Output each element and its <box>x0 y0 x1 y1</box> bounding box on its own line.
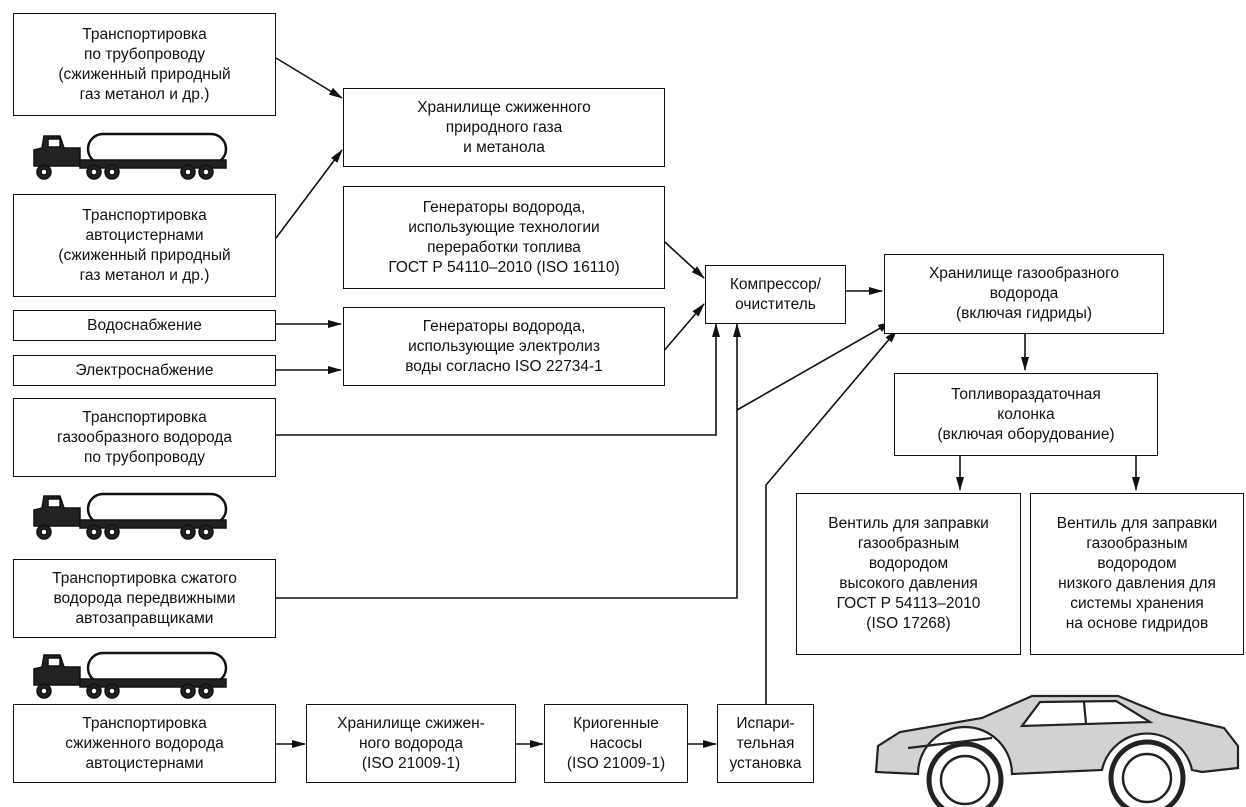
arrow-vaporizer-to-gas-storage <box>765 329 898 710</box>
box-electricity-supply: Электроснабжение <box>13 355 276 386</box>
box-water-supply: Водоснабжение <box>13 310 276 341</box>
box-cryogenic-pumps: Криогенные насосы (ISO 21009-1) <box>544 704 688 783</box>
box-mobile-refueler-transport: Транспортировка сжатого водорода передви… <box>13 559 276 638</box>
box-high-pressure-valve: Вентиль для заправки газообразным водоро… <box>796 493 1021 655</box>
box-low-pressure-valve: Вентиль для заправки газообразным водоро… <box>1030 493 1244 655</box>
tanker-truck-icon <box>33 492 228 540</box>
box-liquid-h2-truck-transport: Транспортировка сжиженного водорода авто… <box>13 704 276 783</box>
box-compressor-purifier: Компрессор/ очиститель <box>705 265 846 324</box>
box-pipeline-lng-transport: Транспортировка по трубопроводу (сжиженн… <box>13 13 276 116</box>
arrow-bus-to-gas-storage <box>736 321 892 411</box>
box-vaporizer: Испари- тельная установка <box>717 704 814 783</box>
tanker-truck-icon <box>33 132 228 180</box>
box-fuel-dispenser: Топливораздаточная колонка (включая обор… <box>894 373 1158 456</box>
box-liquid-h2-storage: Хранилище сжижен- ного водорода (ISO 210… <box>306 704 516 783</box>
box-electrolysis-generators: Генераторы водорода, использующие электр… <box>343 307 665 386</box>
arrow-h2-pipeline-to-compressor <box>276 323 720 436</box>
arrow-electrolysis-to-compressor <box>661 303 705 354</box>
box-truck-lng-transport: Транспортировка автоцистернами (сжиженны… <box>13 194 276 297</box>
sports-car-icon <box>874 694 1240 807</box>
arrow-truck-to-lng-storage <box>275 149 343 239</box>
arrow-pipeline-to-lng-storage <box>275 57 343 99</box>
box-gaseous-h2-storage: Хранилище газообразного водорода (включа… <box>884 254 1164 334</box>
box-lng-methanol-storage: Хранилище сжиженного природного газа и м… <box>343 88 665 167</box>
arrow-mobile-to-compressor <box>276 323 741 599</box>
box-fuel-processing-generators: Генераторы водорода, использующие технол… <box>343 186 665 289</box>
tanker-truck-icon <box>33 651 228 699</box>
box-h2-pipeline-transport: Транспортировка газообразного водорода п… <box>13 398 276 477</box>
